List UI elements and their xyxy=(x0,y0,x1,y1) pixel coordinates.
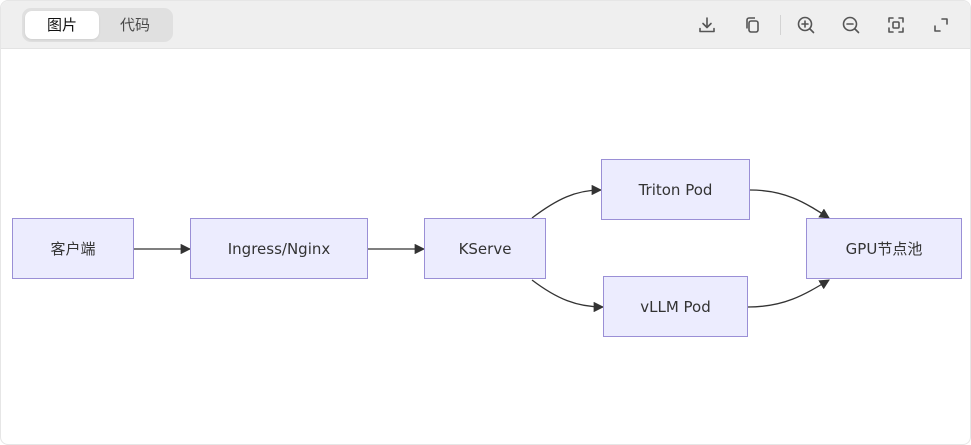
download-icon xyxy=(699,17,715,33)
edge-kserve-vllm xyxy=(531,279,605,313)
node-triton-pod[interactable]: Triton Pod xyxy=(601,159,750,220)
zoom-out-button[interactable] xyxy=(839,13,863,37)
zoom-in-icon xyxy=(797,16,815,34)
view-tabs: 图片 代码 xyxy=(22,8,173,42)
node-ingress[interactable]: Ingress/Nginx xyxy=(190,218,368,279)
toolbar-divider xyxy=(780,15,781,35)
node-client[interactable]: 客户端 xyxy=(12,218,134,279)
edge-kserve-triton xyxy=(531,184,603,219)
copy-button[interactable] xyxy=(740,13,764,37)
fit-screen-button[interactable] xyxy=(884,13,908,37)
tab-code[interactable]: 代码 xyxy=(119,16,150,34)
viewer-toolbar: 图片 代码 xyxy=(1,1,970,49)
node-gpu-pool[interactable]: GPU节点池 xyxy=(806,218,962,279)
zoom-in-button[interactable] xyxy=(794,13,818,37)
diagram-canvas[interactable]: 客户端 Ingress/Nginx KServe Triton Pod vLLM… xyxy=(1,49,970,444)
edge-vllm-gpu xyxy=(747,279,830,308)
edge-triton-gpu xyxy=(749,189,830,219)
copy-icon xyxy=(746,17,759,33)
fullscreen-button[interactable] xyxy=(929,13,953,37)
zoom-out-icon xyxy=(842,16,860,34)
diagram-edges xyxy=(134,184,830,313)
download-button[interactable] xyxy=(695,13,719,37)
node-vllm-pod[interactable]: vLLM Pod xyxy=(603,276,748,337)
node-kserve[interactable]: KServe xyxy=(424,218,546,279)
fit-screen-icon xyxy=(888,17,904,33)
tab-image[interactable]: 图片 xyxy=(25,11,99,39)
fullscreen-icon xyxy=(934,18,948,32)
